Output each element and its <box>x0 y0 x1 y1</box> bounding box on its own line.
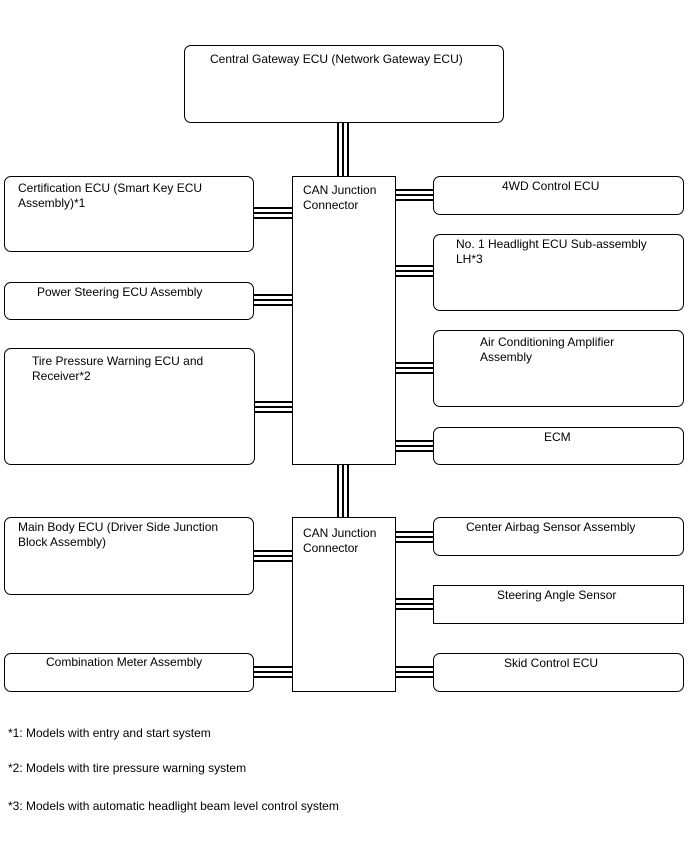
footnote-2: *2: Models with tire pressure warning sy… <box>8 761 247 775</box>
ecm-label: ECM <box>544 430 571 444</box>
can-junction-connector-2-label: CAN Junction Connector <box>303 526 377 555</box>
4wd-control-ecu-label: 4WD Control ECU <box>502 179 600 193</box>
certification-ecu-box: Certification ECU (Smart Key ECU Assembl… <box>4 176 254 252</box>
ecm-wire <box>395 440 434 452</box>
skid-control-ecu-box: Skid Control ECU <box>433 653 684 692</box>
gateway-to-junction-1-wire <box>337 122 349 177</box>
center-airbag-sensor-box: Center Airbag Sensor Assembly <box>433 517 684 556</box>
power-steering-ecu-label: Power Steering ECU Assembly <box>37 285 203 299</box>
4wd-control-ecu-wire <box>395 189 434 201</box>
footnote-1: *1: Models with entry and start system <box>8 726 211 740</box>
steering-angle-sensor-box: Steering Angle Sensor <box>433 585 684 624</box>
central-gateway-ecu-label: Central Gateway ECU (Network Gateway ECU… <box>210 52 463 66</box>
junction-1-to-junction-2-wire <box>337 464 349 518</box>
power-steering-ecu-box: Power Steering ECU Assembly <box>4 282 254 320</box>
can-junction-connector-1: CAN Junction Connector <box>292 176 396 465</box>
power-steering-ecu-wire <box>253 294 293 306</box>
main-body-ecu-label: Main Body ECU (Driver Side Junction Bloc… <box>18 520 219 549</box>
ecm-box: ECM <box>433 427 684 465</box>
combination-meter-label: Combination Meter Assembly <box>46 655 203 669</box>
4wd-control-ecu-box: 4WD Control ECU <box>433 176 684 215</box>
tire-pressure-ecu-wire <box>254 401 293 413</box>
air-conditioning-amplifier-label: Air Conditioning Amplifier Assembly <box>480 335 615 364</box>
air-conditioning-wire <box>395 362 434 374</box>
tire-pressure-warning-ecu-box: Tire Pressure Warning ECU and Receiver*2 <box>4 348 255 465</box>
can-junction-connector-2: CAN Junction Connector <box>292 517 396 692</box>
air-conditioning-amplifier-box: Air Conditioning Amplifier Assembly <box>433 330 684 407</box>
center-airbag-sensor-label: Center Airbag Sensor Assembly <box>466 520 636 534</box>
certification-ecu-wire <box>253 207 293 219</box>
steering-angle-wire <box>395 598 434 610</box>
central-gateway-ecu-box: Central Gateway ECU (Network Gateway ECU… <box>184 45 504 123</box>
main-body-ecu-box: Main Body ECU (Driver Side Junction Bloc… <box>4 517 254 595</box>
center-airbag-wire <box>395 531 434 543</box>
steering-angle-sensor-label: Steering Angle Sensor <box>497 588 617 602</box>
skid-control-wire <box>395 666 434 678</box>
can-junction-connector-1-label: CAN Junction Connector <box>303 183 377 212</box>
combination-meter-wire <box>253 666 293 678</box>
main-body-ecu-wire <box>253 550 293 562</box>
combination-meter-box: Combination Meter Assembly <box>4 653 254 692</box>
certification-ecu-label: Certification ECU (Smart Key ECU Assembl… <box>18 181 203 210</box>
tire-pressure-warning-ecu-label: Tire Pressure Warning ECU and Receiver*2 <box>32 354 204 383</box>
footnote-3: *3: Models with automatic headlight beam… <box>8 799 339 813</box>
headlight-ecu-label: No. 1 Headlight ECU Sub-assembly LH*3 <box>456 237 647 266</box>
headlight-ecu-box: No. 1 Headlight ECU Sub-assembly LH*3 <box>433 234 684 311</box>
headlight-ecu-wire <box>395 265 434 277</box>
skid-control-ecu-label: Skid Control ECU <box>504 656 599 670</box>
